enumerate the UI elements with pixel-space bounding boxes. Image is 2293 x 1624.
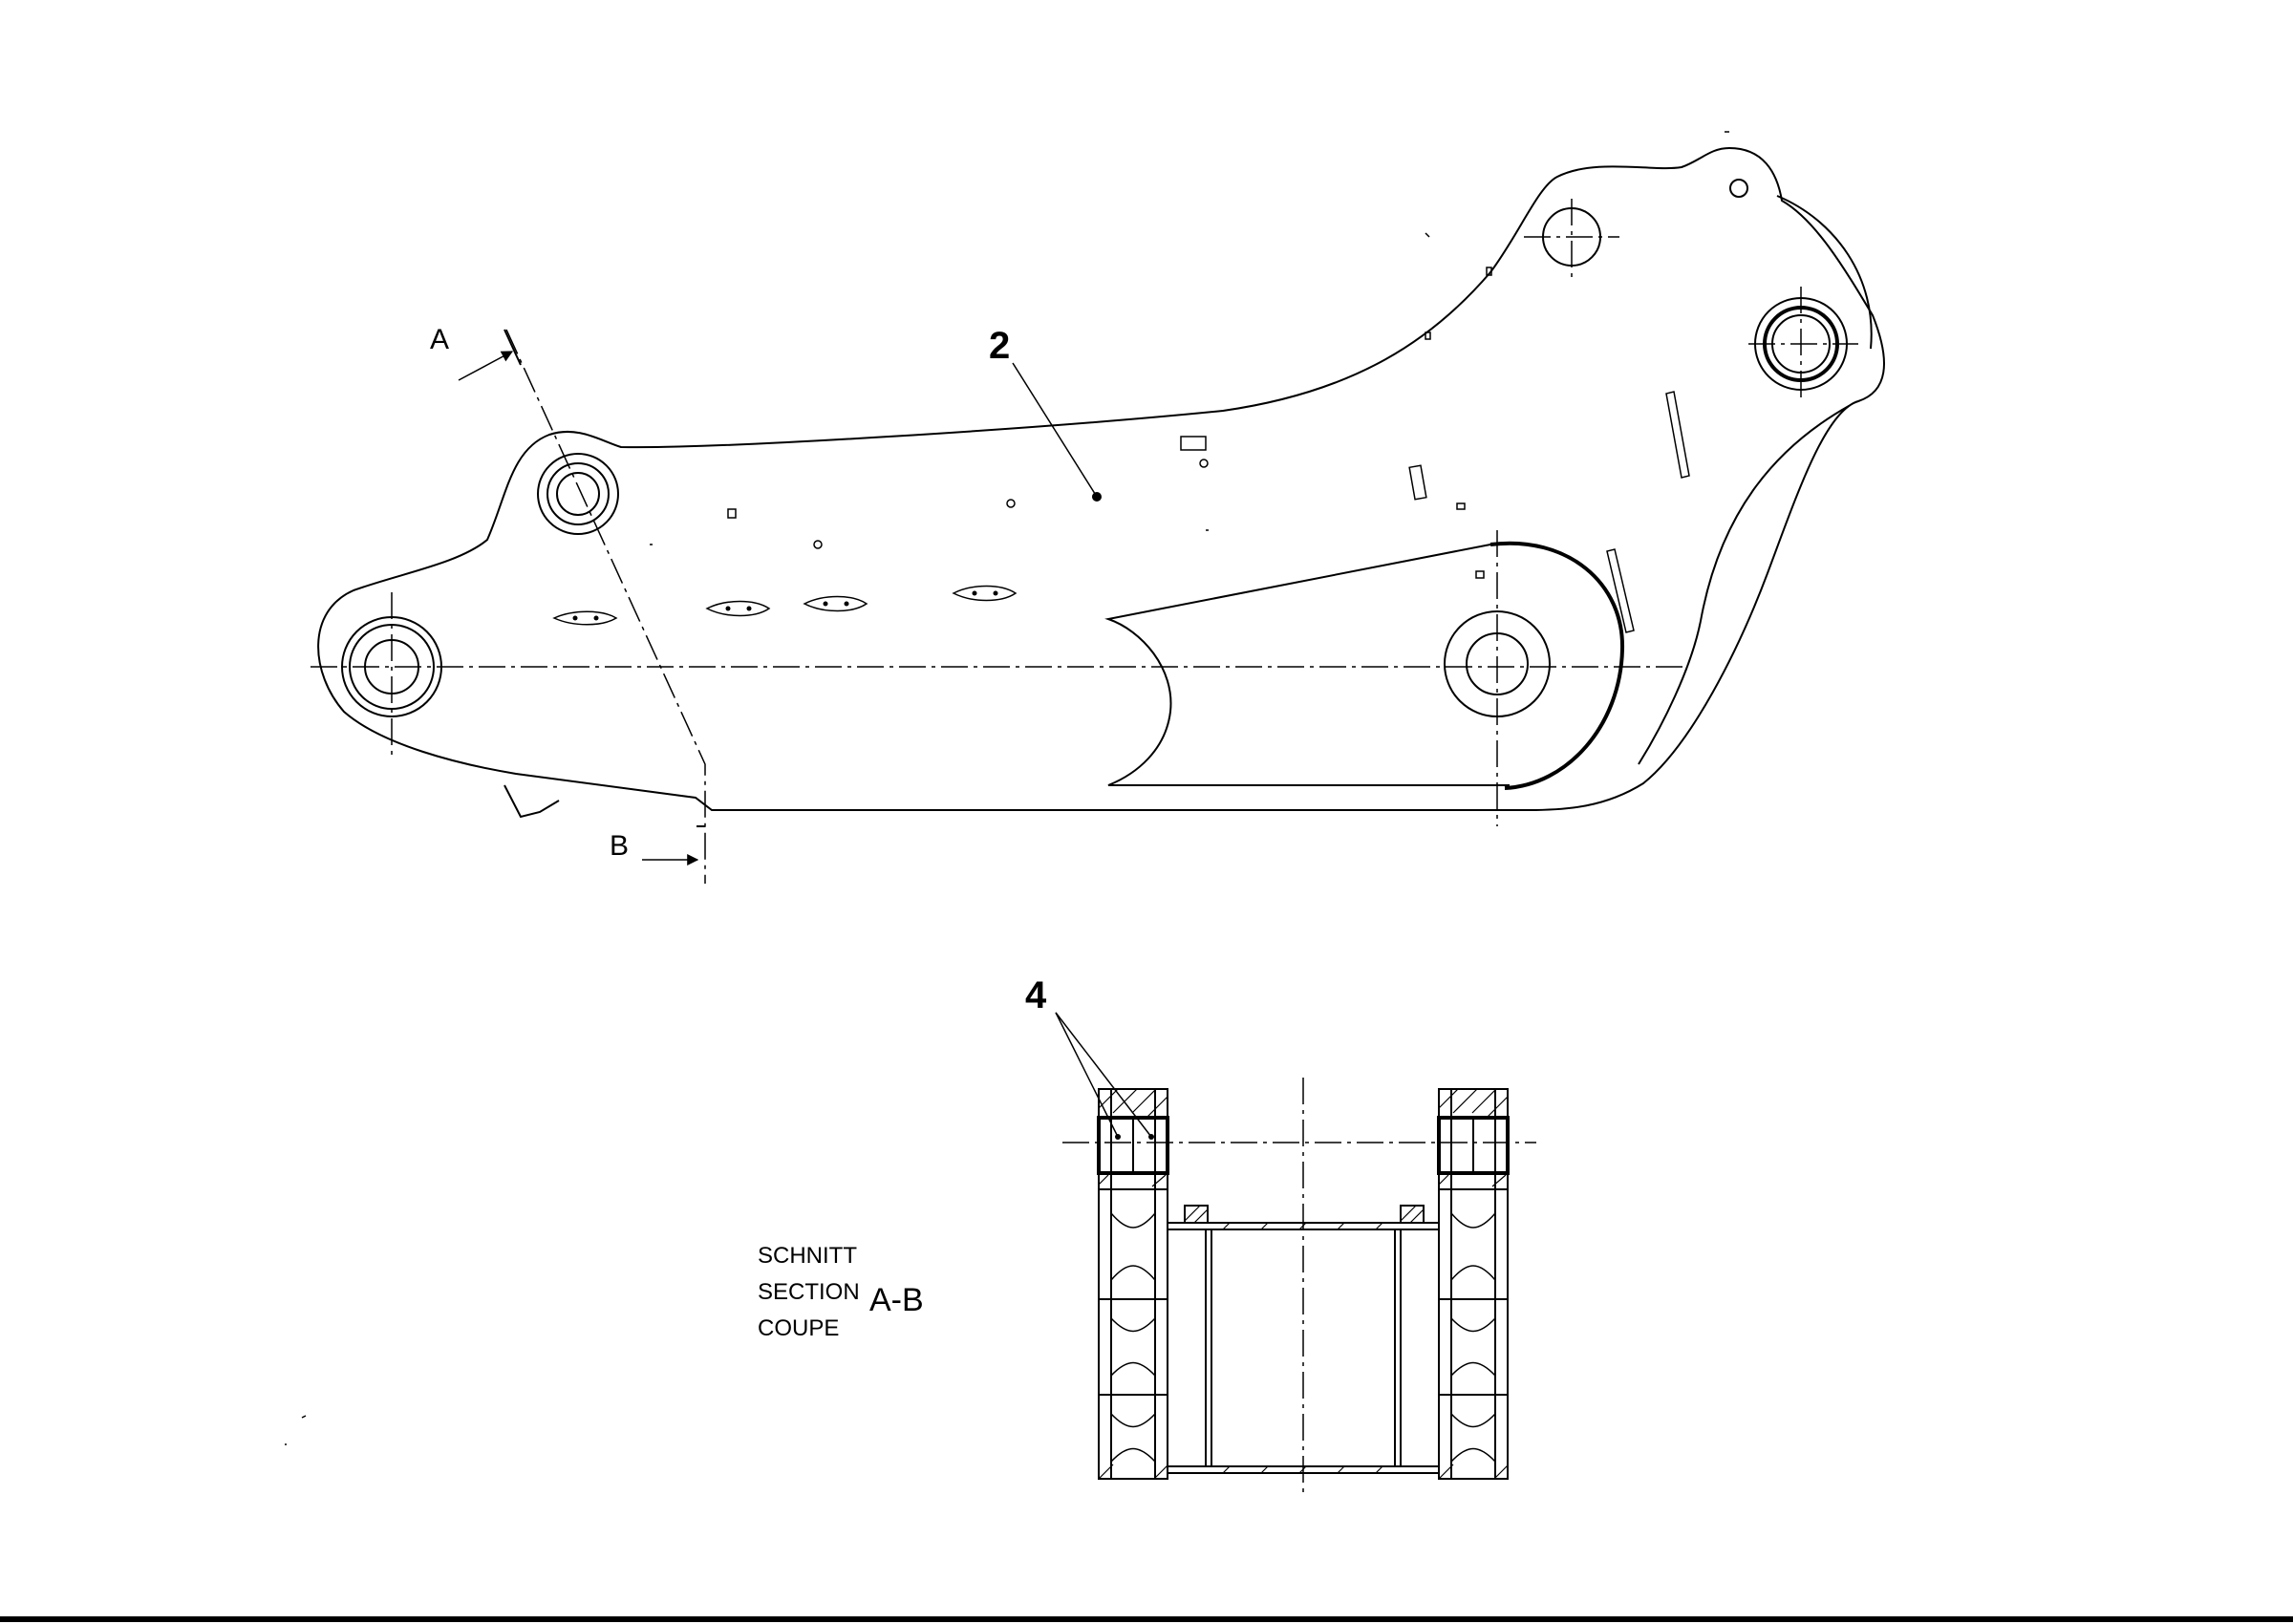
section-tag: A-B xyxy=(869,1282,924,1318)
stray-mark xyxy=(301,1415,307,1419)
callout-2: 2 xyxy=(989,325,1010,367)
lifting-eye xyxy=(1729,179,1748,198)
boom-side-view xyxy=(311,131,1885,826)
section-label-en: SECTION xyxy=(758,1279,860,1305)
boom-outline xyxy=(317,146,1885,811)
section-caption: SCHNITT SECTION COUPE A-B xyxy=(758,1243,924,1341)
leader-4b xyxy=(1055,1012,1152,1138)
boss-rear-web xyxy=(1489,541,1625,790)
boom-cutout xyxy=(1104,544,1510,786)
leader-2 xyxy=(1012,362,1098,498)
leader-4a xyxy=(1055,1012,1119,1138)
section-mark-a: A xyxy=(430,324,449,355)
right-flange-upper xyxy=(1776,195,1873,350)
section-tube xyxy=(1168,1205,1439,1474)
small-details xyxy=(650,131,1729,633)
section-mark-b: B xyxy=(610,830,629,862)
cover-plates xyxy=(552,585,1018,626)
bottom-lug xyxy=(504,784,560,819)
pivot-boss-upper xyxy=(537,453,619,535)
right-flange-lower xyxy=(1638,405,1850,765)
section-label-fr: COUPE xyxy=(758,1315,839,1341)
section-label-de: SCHNITT xyxy=(758,1243,857,1269)
section-a-b-view xyxy=(1055,1012,1536,1498)
callout-4: 4 xyxy=(1025,974,1047,1016)
section-cut-line xyxy=(458,329,706,884)
